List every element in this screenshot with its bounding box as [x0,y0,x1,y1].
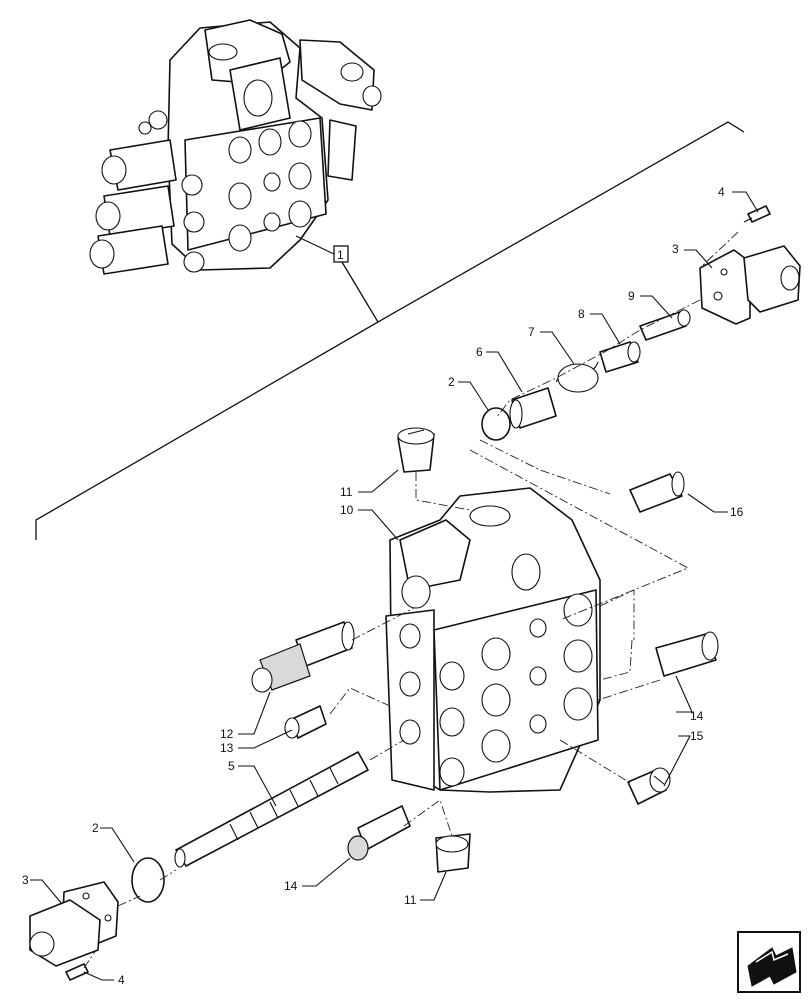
callout-6: 6 [476,345,483,359]
callout-13: 13 [220,741,234,755]
plug-top [397,427,435,473]
callout-numbers: 4 3 9 8 7 6 2 11 10 16 12 13 5 14 15 2 3… [22,185,744,987]
plug-right [629,471,685,513]
callout-3-bottom: 3 [22,873,29,887]
end-cap-housing-top [699,245,801,325]
assembly-callout: 1 [35,121,745,540]
screw-bottom [65,963,89,981]
pin [639,309,691,341]
spring-seat [599,341,641,373]
callout-10: 10 [340,503,354,517]
o-ring-top [481,407,511,441]
callout-8: 8 [578,307,585,321]
callout-2-top: 2 [448,375,455,389]
screw-top [743,205,771,223]
callout-14-bottom: 14 [284,879,298,893]
callout-2-bottom: 2 [92,821,99,835]
spring [555,361,599,393]
valve-assembly-overview [89,19,382,275]
callout-11-top: 11 [340,485,353,499]
callout-11-bottom: 11 [404,893,417,907]
previous-page-arrow-icon[interactable] [737,931,801,993]
callout-9: 9 [628,289,635,303]
callout-3-top: 3 [672,242,679,256]
fitting-right [655,631,719,677]
callout-7: 7 [528,325,535,339]
callout-5: 5 [228,759,235,773]
callout-leaders [30,191,759,981]
callout-16: 16 [730,505,744,519]
assembly-label: 1 [337,248,344,262]
spool [174,751,369,868]
callout-12: 12 [220,727,234,741]
callout-15: 15 [690,729,704,743]
small-plug [284,705,327,739]
callout-14-right: 14 [690,709,704,723]
callout-4-bottom: 4 [118,973,125,987]
socket-screw [627,767,671,805]
plug-bottom [435,833,471,873]
relief-valve-cartridge [251,621,355,693]
valve-section-body [385,487,601,793]
sleeve [509,387,557,429]
fitting-lower [347,805,411,861]
o-ring-bottom [131,857,165,903]
end-cap-housing-bottom [29,881,119,967]
callout-4-top: 4 [718,185,725,199]
assembly-axis-lines [83,231,739,969]
